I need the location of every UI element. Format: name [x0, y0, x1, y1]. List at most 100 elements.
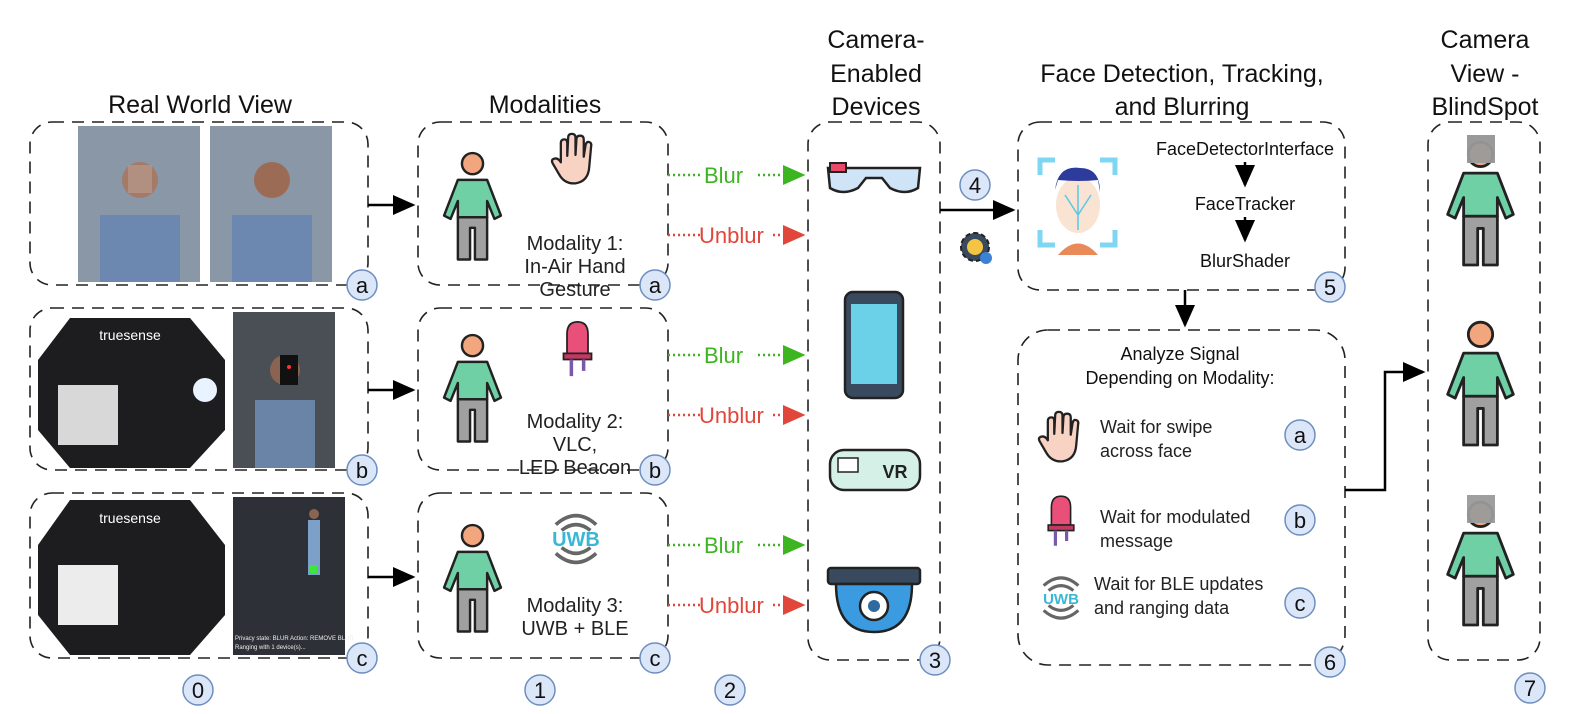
analyze-title: Depending on Modality: — [1085, 368, 1274, 388]
real-world-b: truesense — [29, 307, 369, 471]
modality-1: Modality 1: In-Air Hand Gesture — [417, 121, 669, 301]
title-camera-view-1: Camera — [1441, 26, 1530, 54]
analyze-step-text: and ranging data — [1094, 598, 1230, 618]
badge-label: b — [1294, 508, 1306, 533]
badge-label: c — [357, 646, 368, 671]
step-badge: 5 — [1314, 271, 1346, 303]
uwb-status-line: Privacy state: BLUR Action: REMOVE BLUR — [235, 636, 354, 642]
badge-label: 0 — [192, 678, 204, 703]
led-icon — [1046, 494, 1076, 548]
badge-label: 5 — [1324, 275, 1336, 300]
hand-icon — [550, 132, 593, 185]
title-devices-1: Camera- — [827, 26, 924, 54]
badge-label: 4 — [969, 173, 981, 198]
person-icon — [442, 523, 503, 633]
step-badge: a — [639, 269, 671, 301]
modality-label: Modality 3: — [527, 595, 624, 617]
hand-icon — [1037, 410, 1080, 463]
blur-signal-label: Blur — [704, 533, 743, 558]
badge-label: 1 — [534, 678, 546, 703]
step-badge: c — [639, 642, 671, 674]
title-real-world-view: Real World View — [108, 91, 293, 119]
badge-label: b — [649, 458, 661, 483]
badge-label: 3 — [929, 648, 941, 673]
step-badge: 4 — [959, 169, 991, 201]
face-scan-icon — [1037, 157, 1118, 255]
badge-label: a — [356, 273, 369, 298]
title-face-1: Face Detection, Tracking, — [1040, 60, 1323, 88]
analyze-signal-box: Analyze Signal Depending on Modality: Wa… — [1017, 329, 1346, 666]
blur-signal-label: Blur — [704, 343, 743, 368]
pipeline-face-detector-interface: FaceDetectorInterface — [1156, 139, 1334, 159]
pipeline-blur-shader: BlurShader — [1200, 251, 1290, 271]
badge-label: 7 — [1524, 676, 1536, 701]
modality-label: LED Beacon — [519, 457, 631, 479]
step-badge: a — [1284, 419, 1316, 451]
title-devices-3: Devices — [832, 93, 921, 121]
step-badge: a — [346, 269, 378, 301]
brand-label: truesense — [99, 510, 161, 526]
title-face-2: and Blurring — [1115, 93, 1250, 121]
blur-signal-label: Blur — [704, 163, 743, 188]
arrow — [1345, 362, 1426, 492]
modality-2: Modality 2: VLC, LED Beacon — [417, 307, 669, 479]
unblur-signal: Unblur — [668, 592, 806, 618]
smartphone-icon — [843, 290, 905, 400]
step-badge: b — [1284, 504, 1316, 536]
analyze-step-text: Wait for modulated — [1100, 507, 1250, 527]
person-icon — [442, 151, 503, 261]
gear-clock-icon — [960, 232, 992, 264]
title-modalities: Modalities — [489, 91, 602, 119]
face-detection-box: FaceDetectorInterface FaceTracker BlurSh… — [1017, 121, 1346, 291]
led-icon — [561, 320, 594, 378]
modality-label: VLC, — [553, 434, 597, 456]
analyze-title: Analyze Signal — [1120, 344, 1239, 364]
badge-label: a — [649, 273, 662, 298]
title-camera-view-2: View - — [1450, 60, 1519, 88]
vr-headset-icon: VR — [828, 448, 922, 492]
photo-uwb-ranging — [233, 497, 345, 655]
analyze-step-text: Wait for swipe — [1100, 417, 1212, 437]
person-icon — [442, 333, 503, 443]
real-world-c: truesense Privacy state: BLUR Action: RE… — [29, 492, 369, 659]
modality-label: Modality 2: — [527, 411, 624, 433]
security-camera-icon — [826, 566, 922, 634]
person-unblurred-icon — [1446, 320, 1515, 447]
unblur-signal: Unblur — [668, 402, 806, 428]
unblur-signal: Unblur — [668, 222, 806, 248]
badge-label: 6 — [1324, 650, 1336, 675]
vr-label: VR — [882, 462, 907, 482]
smart-glasses-icon — [826, 162, 922, 194]
badge-label: a — [1294, 423, 1307, 448]
uwb-icon-label: UWB — [552, 529, 600, 551]
badge-label: 2 — [724, 678, 736, 703]
pipeline-face-tracker: FaceTracker — [1195, 194, 1295, 214]
modality-3: UWB Modality 3: UWB + BLE — [417, 492, 669, 659]
badge-label: c — [650, 646, 661, 671]
real-world-a — [29, 121, 369, 286]
pixelated-face — [1467, 495, 1495, 523]
unblur-signal-label: Unblur — [699, 223, 764, 248]
analyze-step-text: message — [1100, 531, 1173, 551]
step-badges: a b c a b c 0 1 2 3 4 5 6 7 a b c — [182, 169, 1546, 706]
blur-signal: Blur — [668, 342, 806, 368]
step-badge: 0 — [182, 674, 214, 706]
uwb-ranging-line: Ranging with 1 device(s)... — [235, 645, 306, 651]
step-badge: c — [1284, 587, 1316, 619]
step-badge: 6 — [1314, 646, 1346, 678]
brand-label: truesense — [99, 327, 161, 343]
badge-label: b — [356, 458, 368, 483]
modality-label: UWB + BLE — [521, 618, 628, 640]
step-badge: b — [346, 454, 378, 486]
badge-label: c — [1295, 591, 1306, 616]
step-badge: 7 — [1514, 672, 1546, 704]
blur-signal: Blur — [668, 162, 806, 188]
step-badge: c — [346, 642, 378, 674]
unblur-signal-label: Unblur — [699, 593, 764, 618]
unblur-signal-label: Unblur — [699, 403, 764, 428]
step-badge: b — [639, 454, 671, 486]
uwb-icon-label: UWB — [1043, 591, 1079, 608]
modality-label: Gesture — [539, 279, 610, 301]
